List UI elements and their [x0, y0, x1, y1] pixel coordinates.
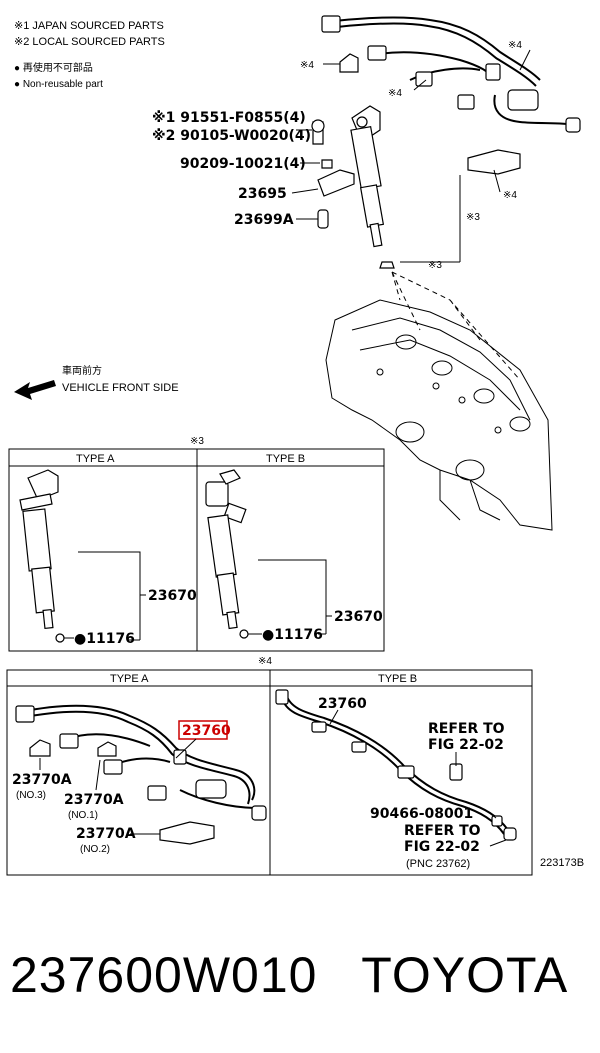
label-90209: 90209-10021(4): [180, 156, 306, 172]
engine-block: [325, 271, 553, 531]
panel4-refer1-b: FIG 22-02: [428, 737, 504, 753]
mark-4-a: ※4: [300, 60, 314, 71]
panel4-refer1-a: REFER TO: [428, 721, 505, 737]
main-injector: [350, 105, 395, 269]
panel4-label-90466: 90466-08001: [370, 806, 473, 822]
legend-note-1: ※1 JAPAN SOURCED PARTS: [14, 20, 164, 32]
legend-note-2: ※2 LOCAL SOURCED PARTS: [14, 36, 165, 48]
brand-name: TOYOTA: [361, 947, 569, 1003]
mark-3-b: ※3: [428, 260, 442, 271]
panel3-label-11176-a: ●11176: [74, 631, 135, 647]
panel4-label-23770a-no3: 23770A: [12, 772, 72, 788]
mark-3-a: ※3: [466, 212, 480, 223]
top-hose-assembly: [321, 15, 581, 175]
panel3-label-23670-a: 23670: [148, 588, 197, 604]
panel4-pnc: (PNC 23762): [406, 858, 470, 870]
part-number-title: 237600W010 TOYOTA: [10, 940, 590, 1010]
panel3-label-11176-b: ●11176: [262, 627, 323, 643]
mark-4-b: ※4: [388, 88, 402, 99]
panel4-label-23760-a: 23760: [182, 723, 231, 739]
mark-4-d: ※4: [503, 190, 517, 201]
panel4-refer2-b: FIG 22-02: [404, 839, 480, 855]
panel4-label-23760-b: 23760: [318, 696, 367, 712]
panel4-label-23770a-no2: 23770A: [76, 826, 136, 842]
panel4-type-b: TYPE B: [378, 673, 417, 685]
panel4-no3: (NO.3): [16, 790, 46, 801]
label-23699a: 23699A: [234, 212, 294, 228]
panel4-no2: (NO.2): [80, 844, 110, 855]
panel4-no1: (NO.1): [68, 810, 98, 821]
legend-reuse-en: ● Non-reusable part: [14, 79, 103, 90]
front-label-en: VEHICLE FRONT SIDE: [62, 382, 179, 394]
front-label-jp: 車両前方: [62, 364, 102, 377]
panel3-type-b: TYPE B: [266, 453, 305, 465]
injector-type-a: [19, 469, 65, 643]
label-91551: ※1 91551-F0855(4): [152, 110, 306, 126]
panel4-label-23770a-no1: 23770A: [64, 792, 124, 808]
panel4-mark: ※4: [258, 656, 272, 667]
label-23695: 23695: [238, 186, 287, 202]
main-small-parts: [311, 119, 355, 229]
legend-reuse-jp: ● 再使用不可部品: [14, 61, 93, 74]
part-number: 237600W010: [10, 947, 318, 1003]
panel3-label-23670-b: 23670: [334, 609, 383, 625]
panel4-type-a: TYPE A: [110, 673, 149, 685]
hose-type-a: [15, 704, 267, 845]
panel3-mark: ※3: [190, 436, 204, 447]
panel4-refer2-a: REFER TO: [404, 823, 481, 839]
panel-injector-types: TYPE A TYPE B 23670 ●11176 23670 ●11176: [8, 448, 385, 652]
label-90105: ※2 90105-W0020(4): [152, 128, 311, 144]
legend: ※1 JAPAN SOURCED PARTS ※2 LOCAL SOURCED …: [14, 20, 165, 90]
injector-type-b: [205, 469, 249, 639]
mark-4-c: ※4: [508, 40, 522, 51]
panel3-type-a: TYPE A: [76, 453, 115, 465]
highlight-box-23760: [178, 720, 228, 740]
hose-type-b: [275, 689, 517, 841]
vehicle-front-indicator: 車両前方 VEHICLE FRONT SIDE: [14, 364, 179, 400]
panel-hose-types: TYPE A TYPE B 23760 23770A (NO.3) 23770A: [6, 669, 533, 876]
figure-id: 223173B: [540, 857, 584, 869]
